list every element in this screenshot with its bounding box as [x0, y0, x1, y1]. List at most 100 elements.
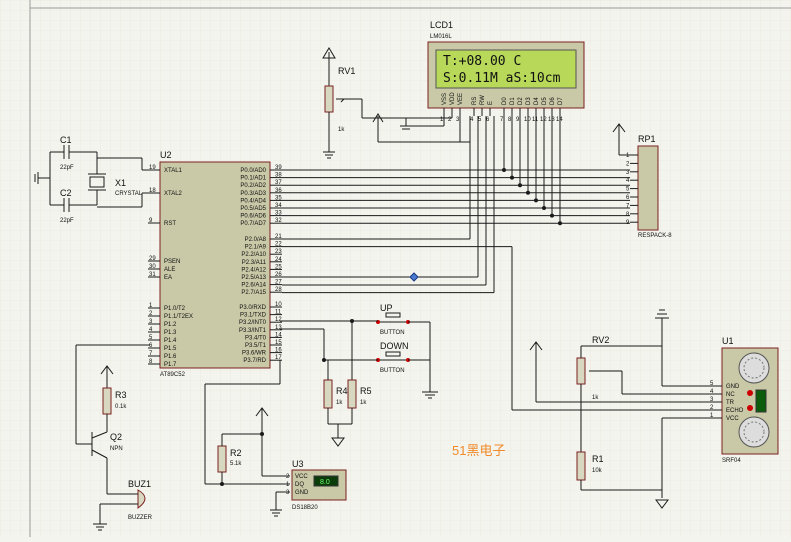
down-model: BUTTON — [380, 368, 405, 374]
u1-model: SRF04 — [722, 458, 741, 464]
x1-ref: X1 — [115, 178, 126, 188]
u2-left-pin-name: P1.5 — [164, 346, 177, 352]
u3-pin-name: DQ — [295, 482, 304, 488]
rv2-component[interactable]: RV2 1k — [576, 335, 706, 452]
rv2-ref: RV2 — [592, 335, 609, 345]
r1-resistor[interactable]: R1 10k — [576, 451, 662, 491]
lcd1-pin-label: D1 — [510, 97, 516, 105]
u2-right-pin-number: 25 — [275, 264, 282, 270]
r2-value: 5.1k — [230, 461, 242, 467]
u2-right-pin-name: P2.0/A8 — [245, 237, 267, 243]
buz1-ref: BUZ1 — [128, 479, 151, 489]
rv1-component[interactable]: RV1 1k — [322, 47, 452, 159]
lcd1-pin-label: E — [488, 101, 494, 105]
u2-model: AT89C52 — [160, 372, 186, 378]
u2-right-pin-name: P3.4/T0 — [245, 335, 267, 341]
u1-pin-number: 1 — [710, 413, 714, 419]
rp1-pin-number: 8 — [626, 212, 630, 218]
lcd1-pin-number: 5 — [478, 117, 482, 123]
u2-left-pin-number: 7 — [149, 351, 153, 357]
u3-display — [313, 475, 339, 487]
c1-ref: C1 — [60, 135, 72, 145]
r3-resistor[interactable]: R3 0.1k — [100, 365, 127, 432]
u2-right-pin-number: 38 — [275, 173, 282, 179]
lcd1-pin-label: D2 — [518, 97, 524, 105]
u3-pin-number: 3 — [286, 490, 290, 496]
x1-body — [89, 176, 105, 188]
c2-ref: C2 — [60, 188, 72, 198]
u2-right-pin-number: 27 — [275, 280, 282, 286]
u3-pin-number: 1 — [286, 482, 290, 488]
u2-right-pin-number: 34 — [275, 203, 282, 209]
r2-ref: R2 — [230, 448, 242, 458]
q2-transistor[interactable]: Q2 NPN — [75, 344, 150, 484]
u2-left-pin-name: XTAL1 — [164, 168, 183, 174]
r2-resistor[interactable]: R2 5.1k — [204, 360, 290, 517]
r4-ref: R4 — [336, 386, 348, 396]
lcd1-line1: T:+08.00 C — [443, 54, 521, 69]
u2-right-pin-number: 11 — [275, 310, 282, 316]
u1-pin-number: 5 — [710, 381, 714, 387]
u2-right-pin-number: 36 — [275, 188, 282, 194]
lcd1-pin-number: 6 — [486, 117, 490, 123]
u2-right-pin-number: 16 — [275, 348, 282, 354]
lcd1-screen — [435, 49, 577, 89]
u2-right-pin-number: 32 — [275, 218, 282, 224]
u2-right-pin-name: P3.1/TXD — [240, 313, 267, 319]
u2-left-pin-number: 18 — [149, 188, 156, 194]
bus-junction — [550, 213, 554, 218]
u1-pin-name: NC — [726, 392, 735, 398]
u2-right-pin-name: P3.2/INT0 — [239, 320, 267, 326]
buz1-model: BUZZER — [128, 515, 153, 521]
u2-left-pin-name: P1.6 — [164, 354, 177, 360]
rv2-value: 1k — [592, 395, 599, 401]
u2-right-pin-number: 12 — [275, 317, 282, 323]
u1-transducer-top-icon — [738, 352, 770, 384]
rv1-body — [324, 85, 334, 113]
u2-right-pin-name: P2.5/A13 — [241, 275, 266, 281]
u2-right-pin-name: P0.5/AD5 — [240, 206, 266, 212]
u2-right-pin-name: P0.4/AD4 — [240, 198, 266, 204]
u2-right-pin-name: P0.1/AD1 — [240, 176, 266, 182]
r4-resistor[interactable]: R4 1k — [323, 360, 348, 424]
u2-right-pin-number: 26 — [275, 272, 282, 278]
u3-pin-name: GND — [295, 490, 309, 496]
lcd1-pin-number: 3 — [456, 117, 460, 123]
bus-junction — [542, 206, 546, 210]
r1-ref: R1 — [592, 454, 604, 464]
q2-ref: Q2 — [110, 432, 122, 442]
rp1-model: RESPACK-8 — [638, 233, 672, 239]
rp1-pin-number: 5 — [626, 187, 630, 193]
u2-left-pin-number: 4 — [149, 327, 153, 333]
u2-right-pin-name: P3.5/T1 — [245, 343, 267, 349]
u2-left-pin-number: 9 — [149, 218, 153, 224]
rv1-ref: RV1 — [338, 66, 355, 76]
buz1-buzzer[interactable]: BUZ1 BUZZER — [93, 479, 153, 531]
u2-left-pin-name: P1.2 — [164, 322, 177, 328]
u1-pin-name: ECHO — [726, 408, 744, 414]
u1-pin-name: TR — [726, 400, 735, 406]
button-wiring — [280, 319, 438, 399]
u1-pin-number: 2 — [710, 405, 714, 411]
lcd1-pin-label: VSS — [442, 93, 448, 105]
c2-value: 22pF — [60, 218, 74, 224]
u2-left-pin-name: P1.7 — [164, 362, 177, 368]
bus-junction — [558, 221, 562, 226]
u2-right-pin-name: P2.7/A15 — [241, 290, 266, 296]
u2-left-pin-name: P1.3 — [164, 330, 177, 336]
rp1-pin-number: 7 — [626, 203, 630, 209]
r5-resistor[interactable]: R5 1k — [328, 379, 372, 447]
u2-right-pin-name: P0.3/AD3 — [240, 191, 266, 197]
rv1-value: 1k — [338, 127, 345, 133]
bus-junction — [534, 198, 538, 203]
bus-junction — [518, 183, 522, 188]
lcd1-pin-number: 9 — [516, 117, 520, 123]
u2-right-pin-name: P3.0/RXD — [239, 305, 266, 311]
r4-value: 1k — [336, 400, 343, 406]
